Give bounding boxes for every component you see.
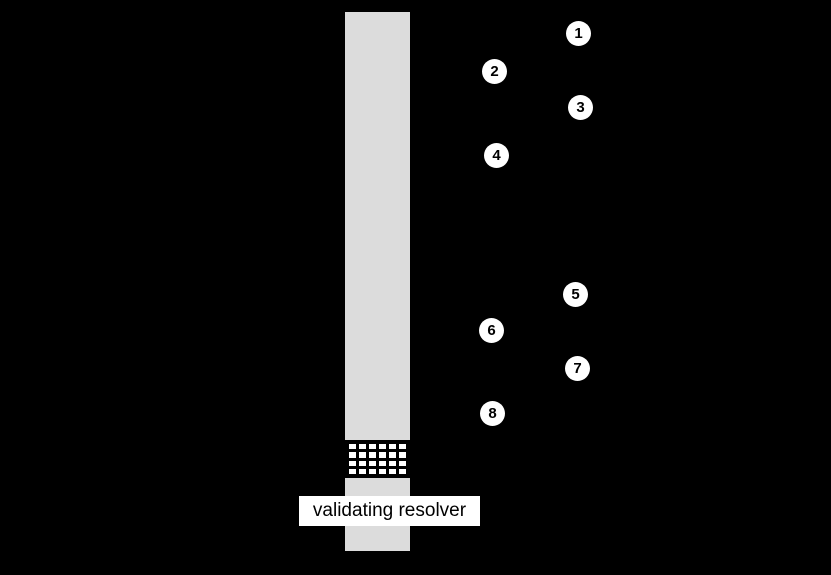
hatch-cell: [359, 468, 366, 474]
validating-resolver-label-text: validating resolver: [312, 500, 467, 521]
hatch-cell: [389, 460, 396, 466]
hatch-cell: [369, 452, 376, 458]
hatch-cell: [399, 452, 406, 458]
hatch-cell: [349, 444, 356, 450]
hatch-cell: [389, 468, 396, 474]
hatch-cell: [399, 460, 406, 466]
step-marker-8: 8: [480, 401, 505, 426]
hatch-cell: [349, 452, 356, 458]
step-marker-2: 2: [482, 59, 507, 84]
hatched-activation-block: [345, 440, 410, 478]
hatch-cell: [399, 444, 406, 450]
validating-resolver-label: validating resolver: [299, 496, 480, 526]
hatch-cell: [399, 468, 406, 474]
hatch-cell: [359, 452, 366, 458]
hatch-cell: [389, 452, 396, 458]
hatch-cell: [379, 444, 386, 450]
hatch-cell: [349, 460, 356, 466]
step-marker-1: 1: [566, 21, 591, 46]
hatch-cell: [359, 444, 366, 450]
step-marker-7: 7: [565, 356, 590, 381]
step-marker-4: 4: [484, 143, 509, 168]
hatch-cell: [389, 444, 396, 450]
resolver-lifeline-bar-upper: [345, 12, 410, 440]
hatch-cell: [379, 452, 386, 458]
hatch-cell: [359, 460, 366, 466]
step-marker-6: 6: [479, 318, 504, 343]
step-marker-5: 5: [563, 282, 588, 307]
hatch-cell: [369, 460, 376, 466]
hatch-cell: [379, 468, 386, 474]
step-marker-3: 3: [568, 95, 593, 120]
hatch-cell: [369, 444, 376, 450]
hatch-cell: [379, 460, 386, 466]
hatch-cell: [349, 468, 356, 474]
hatch-cell: [369, 468, 376, 474]
